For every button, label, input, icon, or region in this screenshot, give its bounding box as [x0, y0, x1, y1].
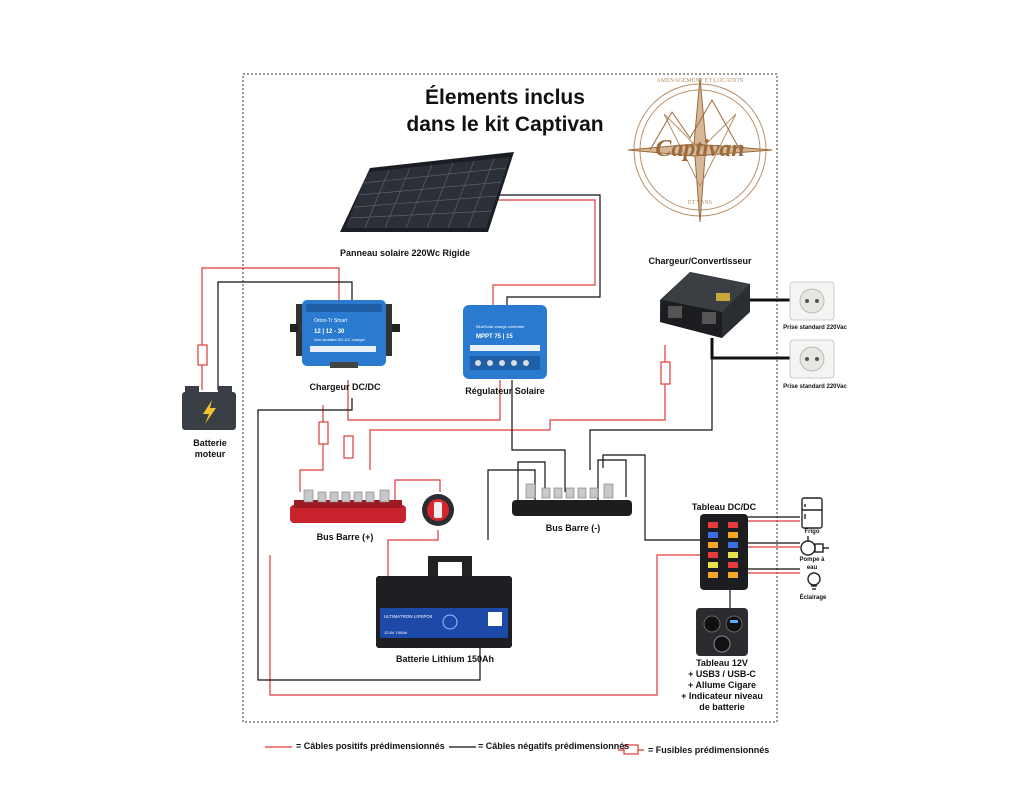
fridge-label: Frigo — [804, 529, 820, 535]
legend-positive: = Câbles positifs prédimensionnés — [296, 741, 445, 751]
lighting-label: Éclairage — [799, 595, 827, 601]
solar-panel-label: Panneau solaire 220Wc Rigide — [339, 248, 471, 258]
dcdc-charger-image — [290, 300, 400, 368]
legend-negative: = Câbles négatifs prédimensionnés — [478, 741, 630, 751]
panel-12v-label-line-3: + Allume Cigare — [688, 680, 756, 690]
panel-12v-label-line-4: + Indicateur niveau — [681, 691, 763, 701]
solar-regulator-image — [463, 305, 547, 379]
panel-12v-label-line-1: Tableau 12V — [696, 658, 748, 668]
logo-sub-text: ET VANS — [687, 200, 713, 206]
dcdc-device-sub: Non-isolated DC-DC charger — [314, 337, 366, 342]
panel-12v-label-line-5: de batterie — [699, 702, 745, 712]
bus-bar-minus-image — [512, 483, 632, 516]
fridge-icon — [801, 497, 823, 529]
outlet-2-label: Prise standard 220Vac — [783, 384, 847, 390]
lithium-battery-image — [376, 556, 512, 648]
panel-12v-label: Tableau 12V + USB3 / USB-C + Allume Ciga… — [668, 658, 776, 713]
captivan-logo: Captivan AMÉNAGEMENT ET LOCATION ET VANS — [630, 72, 770, 224]
title-line-1: Élements inclus — [425, 86, 585, 109]
logo-arc-text: AMÉNAGEMENT ET LOCATION — [656, 78, 744, 84]
captivan-logo-image — [627, 77, 773, 223]
battery-brand-text: ULTIMATRON LIFEPO4 — [384, 614, 433, 619]
title-line-2: dans le kit Captivan — [406, 113, 604, 136]
outlet-1-image — [789, 281, 835, 321]
water-pump-icon — [800, 536, 829, 556]
battery-spec-text: 12.8V 150Ah — [384, 630, 407, 635]
outlet-2-image — [789, 339, 835, 379]
fuses — [197, 344, 671, 459]
solar-regulator-label: Régulateur Solaire — [465, 386, 545, 396]
dcdc-charger-label: Chargeur DC/DC — [309, 382, 381, 392]
kit-boundary — [242, 73, 778, 723]
battery-switch-image — [422, 494, 454, 526]
outlet-1-label: Prise standard 220Vac — [783, 325, 847, 331]
lightbulb-icon — [807, 572, 821, 590]
water-pump-label-line-1: Pompe à — [799, 557, 825, 563]
legend-fuses: = Fusibles prédimensionnés — [648, 745, 770, 755]
bus-bar-plus-label: Bus Barre (+) — [316, 532, 374, 542]
solar-panel-image — [340, 152, 514, 232]
mppt-device-model: MPPT 75 | 15 — [476, 334, 513, 340]
inverter-charger-label: Chargeur/Convertisseur — [648, 256, 752, 266]
negative-cables — [217, 194, 800, 681]
logo-name: Captivan — [655, 136, 745, 162]
bus-bar-plus-image — [290, 489, 406, 523]
water-pump-label: Pompe à eau — [794, 556, 830, 572]
dcdc-device-name: Orion-Tr Smart — [314, 318, 348, 324]
engine-battery-icon — [182, 386, 236, 430]
dc-fuse-panel-image — [700, 514, 748, 590]
engine-battery-label-line-1: Batterie — [193, 438, 227, 448]
inverter-charger-image — [660, 272, 750, 338]
panel-12v-image — [696, 608, 748, 656]
engine-battery-label: Batterie moteur — [178, 438, 242, 460]
dc-panel-label: Tableau DC/DC — [691, 502, 757, 512]
engine-battery-label-line-2: moteur — [194, 449, 226, 459]
water-pump-label-line-2: eau — [806, 565, 818, 571]
bus-bar-minus-label: Bus Barre (-) — [545, 523, 601, 533]
mppt-device-name: BlueSolar charge controller — [476, 324, 525, 329]
page-title: Élements inclus dans le kit Captivan — [380, 84, 630, 138]
panel-12v-label-line-2: + USB3 / USB-C — [688, 669, 756, 679]
positive-cables — [201, 199, 800, 696]
lithium-battery-label: Batterie Lithium 150Ah — [395, 654, 495, 664]
dcdc-device-model: 12 | 12 - 30 — [314, 329, 345, 335]
